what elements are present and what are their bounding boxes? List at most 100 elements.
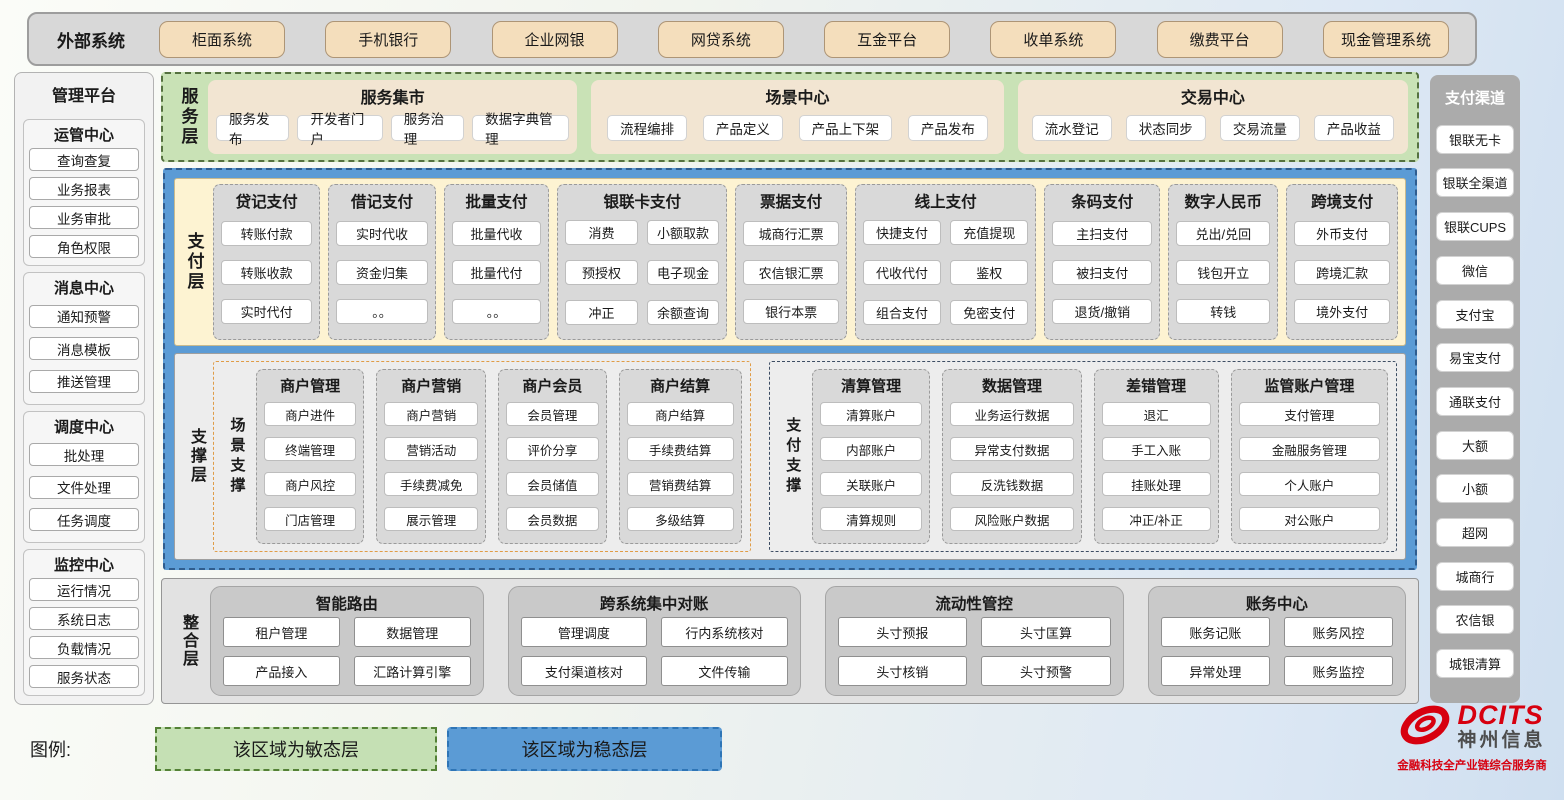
support-column-title: 商户会员	[522, 378, 583, 396]
external-systems-bar: 外部系统 柜面系统手机银行企业网银网贷系统互金平台收单系统缴费平台现金管理系统	[27, 12, 1477, 66]
management-item-box: 查询查复	[29, 148, 139, 171]
support-items: 业务运行数据异常支付数据反洗钱数据风险账户数据	[950, 397, 1074, 536]
service-group-market: 服务集市 服务发布开发者门户服务治理数据字典管理	[208, 80, 578, 154]
management-platform-panel: 管理平台 运管中心 查询查复业务报表业务审批角色权限 消息中心 通知预警消息模板…	[14, 72, 154, 705]
payment-item-box: 。。	[451, 299, 542, 325]
service-item-box: 开发者门户	[297, 112, 383, 147]
support-item-box: 清算账户	[819, 402, 923, 427]
management-item-box: 推送管理	[29, 369, 139, 393]
payment-channel-box: 城商行	[1436, 561, 1514, 591]
service-group-scene: 场景中心 流程编排产品定义产品上下架产品发布	[591, 80, 1004, 154]
external-system-box: 手机银行	[325, 20, 452, 58]
support-item-box: 评价分享	[506, 437, 599, 462]
service-item-box: 交易流量	[1219, 114, 1300, 141]
section-title: 消息中心	[53, 280, 114, 297]
support-items: 支付管理金融服务管理个人账户对公账户	[1238, 397, 1380, 536]
support-item-box: 手续费结算	[626, 437, 734, 462]
support-items: 退汇手工入账挂账处理冲正/补正	[1101, 397, 1211, 536]
legend-stable-box: 该区域为稳态层	[447, 727, 722, 771]
support-item-box: 会员数据	[506, 507, 599, 531]
integration-item-box: 汇路计算引擎	[353, 656, 471, 686]
payment-channels-title: 支付渠道	[1444, 90, 1505, 107]
payment-column: 票据支付 城商行汇票农信银汇票银行本票	[735, 184, 847, 341]
support-column-title: 商户结算	[650, 378, 711, 396]
integration-items: 管理调度行内系统核对支付渠道核对文件传输	[520, 617, 788, 686]
scene-support-group: 场景支撑 商户管理 商户进件终端管理商户风控门店管理 商户营销 商户营销营销活动…	[213, 361, 751, 552]
support-item-box: 关联账户	[819, 472, 923, 497]
dcits-tagline: 金融科技全产业链综合服务商	[1397, 760, 1547, 772]
external-system-box: 互金平台	[824, 20, 951, 58]
integration-layer-label: 整合层	[180, 614, 197, 668]
support-column-title: 商户管理	[280, 378, 341, 396]
payment-channel-box: 微信	[1436, 255, 1514, 285]
payment-channel-box: 城银清算	[1436, 649, 1514, 679]
payment-item-box: 小额取款	[646, 220, 720, 246]
integration-group-title: 流动性管控	[935, 596, 1013, 613]
payment-items: 快捷支付充值提现代收代付鉴权组合支付免密支付	[862, 213, 1029, 332]
payment-column: 批量支付 批量代收批量代付。。	[443, 184, 550, 341]
dcits-swirl-icon	[1398, 700, 1452, 755]
management-item-box: 服务状态	[29, 665, 139, 688]
support-layer-panel: 支撑层 场景支撑 商户管理 商户进件终端管理商户风控门店管理 商户营销 商户营销…	[174, 353, 1406, 560]
external-system-box: 缴费平台	[1156, 20, 1283, 58]
service-item-box: 数据字典管理	[472, 112, 570, 147]
service-item-box: 流水登记	[1031, 114, 1112, 141]
integration-item-box: 产品接入	[223, 656, 340, 686]
payment-items: 实时代收资金归集。。	[336, 213, 428, 332]
payment-item-box: 电子现金	[646, 260, 720, 286]
external-system-box: 企业网银	[491, 20, 618, 58]
section-title: 运管中心	[53, 127, 114, 144]
integration-group: 跨系统集中对账 管理调度行内系统核对支付渠道核对文件传输	[507, 586, 801, 696]
payment-column-title: 线上支付	[914, 194, 977, 211]
integration-item-box: 头寸预报	[837, 617, 968, 647]
support-column: 商户营销 商户营销营销活动手续费减免展示管理	[376, 369, 487, 544]
payment-item-box: 转账收款	[221, 260, 313, 286]
support-items: 会员管理评价分享会员储值会员数据	[506, 397, 599, 536]
support-column-title: 监管账户管理	[1264, 378, 1355, 396]
dcits-brand: DCITS	[1457, 700, 1544, 731]
support-item-box: 退汇	[1101, 402, 1211, 427]
support-item-box: 会员储值	[506, 472, 599, 497]
support-item-box: 对公账户	[1238, 507, 1380, 531]
payment-column-title: 条码支付	[1071, 194, 1134, 211]
integration-item-box: 头寸核销	[837, 656, 968, 686]
support-item-box: 内部账户	[819, 437, 923, 462]
integration-item-box: 异常处理	[1160, 656, 1270, 686]
service-item-box: 流程编排	[607, 114, 688, 141]
payment-column: 条码支付 主扫支付被扫支付退货/撤销	[1044, 184, 1161, 341]
support-item-box: 商户风控	[264, 472, 357, 497]
support-item-box: 挂账处理	[1101, 472, 1211, 497]
support-column-title: 商户营销	[401, 378, 462, 396]
payment-item-box: 银行本票	[743, 299, 839, 325]
integration-group-title: 跨系统集中对账	[599, 596, 709, 613]
payment-item-box: 资金归集	[336, 260, 428, 286]
service-group-title: 交易中心	[1180, 90, 1245, 107]
management-item-box: 文件处理	[29, 475, 139, 499]
integration-items: 头寸预报头寸匡算头寸核销头寸预警	[837, 617, 1111, 686]
external-systems-list: 柜面系统手机银行企业网银网贷系统互金平台收单系统缴费平台现金管理系统	[143, 20, 1465, 58]
support-items: 商户营销营销活动手续费减免展示管理	[384, 397, 479, 536]
payment-channel-box: 支付宝	[1436, 299, 1514, 329]
support-item-box: 金融服务管理	[1238, 437, 1380, 462]
integration-items: 租户管理数据管理产品接入汇路计算引擎	[223, 617, 471, 686]
stable-layer-container: 支付层 贷记支付 转账付款转账收款实时代付 借记支付 实时代收资金归集。。 批量…	[163, 168, 1417, 570]
service-item-box: 服务治理	[390, 112, 465, 147]
support-item-box: 门店管理	[264, 507, 357, 531]
external-systems-label: 外部系统	[57, 31, 125, 51]
service-items: 流水登记状态同步交易流量产品收益	[1026, 109, 1400, 146]
integration-items: 账务记账账务风控异常处理账务监控	[1160, 617, 1394, 686]
payment-support-group: 支付支撑 清算管理 清算账户内部账户关联账户清算规则 数据管理 业务运行数据异常…	[768, 361, 1397, 552]
section-title: 监控中心	[53, 557, 114, 574]
integration-item-box: 行内系统核对	[661, 617, 788, 647]
legend-label: 图例:	[30, 740, 72, 760]
integration-item-box: 账务风控	[1283, 617, 1394, 647]
support-item-box: 异常支付数据	[950, 437, 1074, 462]
management-platform-title: 管理平台	[51, 88, 116, 105]
payment-item-box: 城商行汇票	[743, 221, 839, 247]
external-system-box: 收单系统	[990, 20, 1117, 58]
integration-group: 流动性管控 头寸预报头寸匡算头寸核销头寸预警	[824, 586, 1124, 696]
external-system-box: 现金管理系统	[1322, 20, 1449, 58]
payment-column: 数字人民币 兑出/兑回钱包开立转钱	[1168, 184, 1279, 341]
